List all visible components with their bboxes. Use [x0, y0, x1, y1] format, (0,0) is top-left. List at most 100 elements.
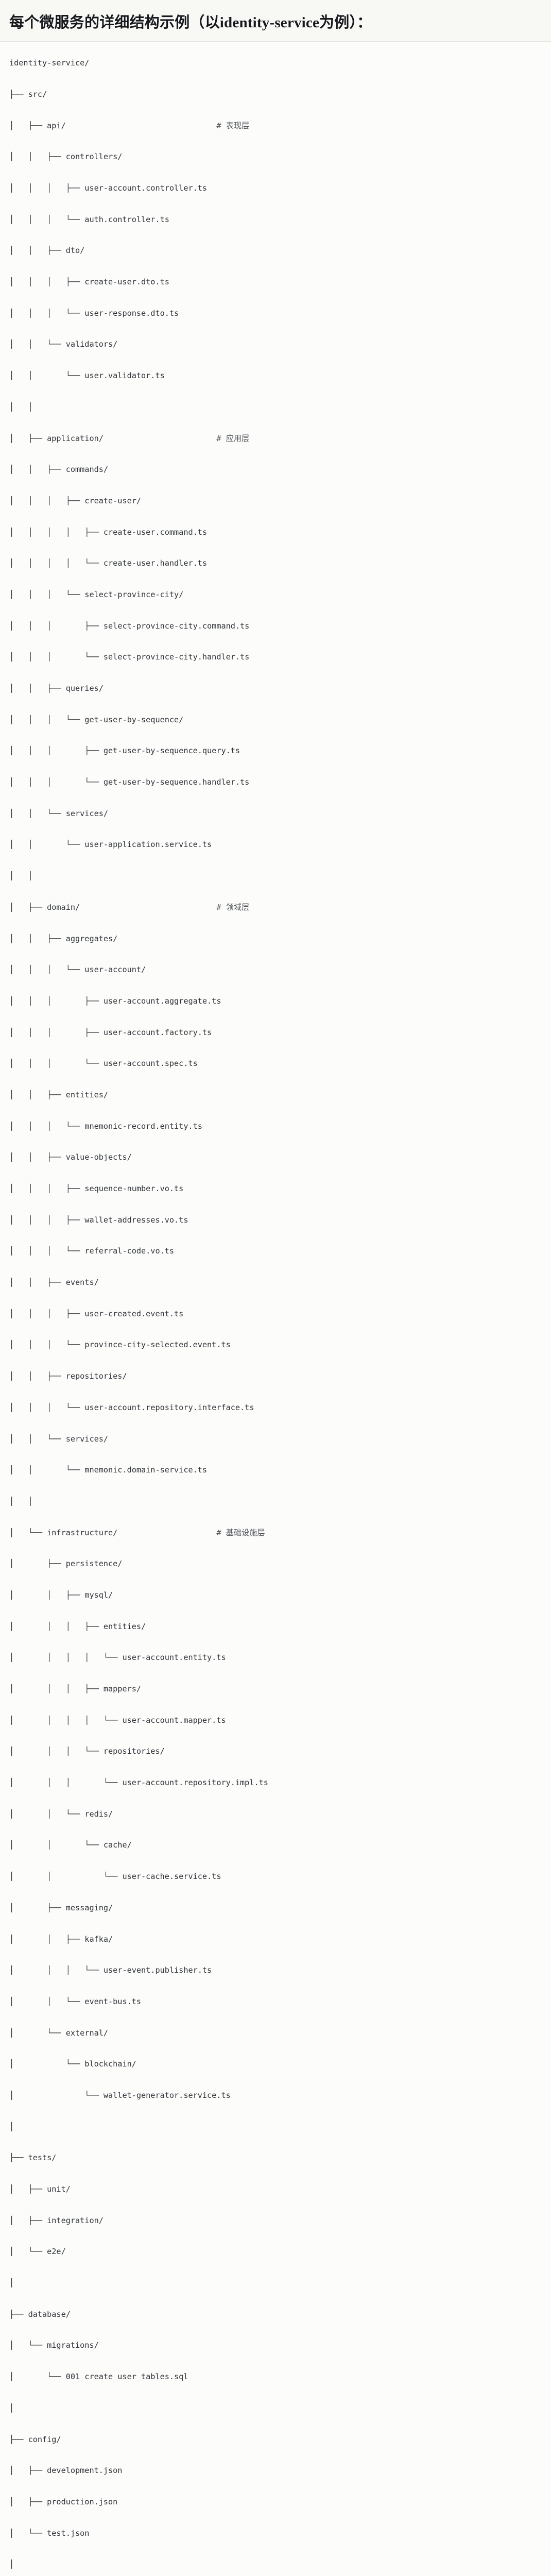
tree-line-path: │ │: [9, 402, 33, 412]
tree-line: │ │ │ ├── user-account.factory.ts: [9, 1025, 542, 1040]
tree-line-path: │ │ │ └── user-account/: [9, 965, 146, 975]
tree-line-path: │ │ ├── entities/: [9, 1090, 109, 1099]
tree-line: │ │ │ └── user-account.repository.interf…: [9, 1400, 542, 1415]
tree-line-path: │ │ │ └── select-province-city/: [9, 589, 184, 599]
tree-line: │ │ ├── mysql/: [9, 1587, 542, 1603]
tree-line: │ │: [9, 399, 542, 415]
tree-line: │ │: [9, 1494, 542, 1509]
tree-line: │ │ ├── value-objects/: [9, 1149, 542, 1165]
tree-line-path: │: [9, 2122, 14, 2131]
tree-line-path: │ │ └── user.validator.ts: [9, 371, 165, 381]
tree-line-path: │ │ │ ├── wallet-addresses.vo.ts: [9, 1215, 188, 1225]
tree-line: │ │ │ ├── select-province-city.command.t…: [9, 618, 542, 634]
tree-line-spacer: [80, 903, 216, 912]
tree-line-path: │ │ │ ├── user-account.aggregate.ts: [9, 996, 221, 1006]
tree-line: │ │ ├── queries/: [9, 681, 542, 696]
tree-line-comment: # 领域层: [216, 902, 250, 912]
tree-line: │ │ │ └── get-user-by-sequence/: [9, 712, 542, 727]
tree-line: │ │ │ └── select-province-city/: [9, 587, 542, 602]
tree-line-path: │ │ └── event-bus.ts: [9, 1996, 142, 2006]
tree-line: │ ├── api/ # 表现层: [9, 118, 542, 133]
tree-line: │ │ │ │ └── create-user.handler.ts: [9, 555, 542, 571]
tree-line: │: [9, 2275, 542, 2291]
tree-line-path: │ │ │ │ ├── create-user.command.ts: [9, 527, 208, 537]
tree-line: │ │ ├── dto/: [9, 243, 542, 258]
tree-line-path: │ ├── development.json: [9, 2466, 123, 2476]
tree-line-path: │ ├── unit/: [9, 2184, 71, 2194]
tree-line: │ │: [9, 868, 542, 884]
tree-line-path: │ └── wallet-generator.service.ts: [9, 2090, 231, 2100]
tree-line-path: │ │ └── validators/: [9, 340, 118, 349]
tree-line: │: [9, 2119, 542, 2134]
tree-line-path: │ └── migrations/: [9, 2341, 99, 2350]
tree-line-path: │ └── e2e/: [9, 2247, 66, 2257]
tree-line-path: │ │ ├── controllers/: [9, 152, 123, 162]
tree-line: │ │ │ │ ├── create-user.command.ts: [9, 524, 542, 540]
tree-line: ├── database/: [9, 2307, 542, 2322]
tree-line: │ └── test.json: [9, 2526, 542, 2541]
tree-line-path: identity-service/: [9, 58, 90, 68]
tree-line: │ │ └── user.validator.ts: [9, 368, 542, 383]
tree-line-path: │ │ ├── kafka/: [9, 1934, 113, 1944]
tree-line: ├── config/: [9, 2432, 542, 2447]
tree-line-path: │ │ │ ├── create-user/: [9, 496, 142, 505]
tree-line-path: │ └── test.json: [9, 2528, 90, 2538]
tree-line: │ │ ├── repositories/: [9, 1368, 542, 1384]
tree-line: │ ├── production.json: [9, 2494, 542, 2510]
tree-line: │ │ └── event-bus.ts: [9, 1994, 542, 2009]
tree-line: │ │ │ └── user-response.dto.ts: [9, 306, 542, 321]
tree-line-path: │ │ ├── mysql/: [9, 1590, 113, 1600]
tree-line-path: │ └── infrastructure/: [9, 1528, 118, 1537]
tree-line: │: [9, 2400, 542, 2416]
tree-line-path: │ │ └── services/: [9, 808, 109, 818]
tree-line-path: ├── src/: [9, 89, 47, 99]
tree-line-path: │ │ ├── queries/: [9, 684, 104, 693]
tree-line-path: │ │ └── services/: [9, 1434, 109, 1444]
tree-line-path: │ ├── messaging/: [9, 1903, 113, 1912]
tree-line: │ │ │ └── user-account.repository.impl.t…: [9, 1775, 542, 1790]
tree-line-path: │: [9, 2278, 14, 2288]
tree-line: │ │ │ └── user-account.spec.ts: [9, 1056, 542, 1071]
tree-line-path: │ │ │ └── user-account.repository.impl.t…: [9, 1778, 268, 1788]
tree-line-path: ├── database/: [9, 2309, 71, 2319]
tree-line-path: │ │ │ └── get-user-by-sequence.handler.t…: [9, 777, 250, 787]
tree-line: │ │ └── services/: [9, 806, 542, 821]
tree-line-path: │ │ └── mnemonic.domain-service.ts: [9, 1465, 208, 1475]
tree-line: │ │ │ └── mnemonic-record.entity.ts: [9, 1118, 542, 1134]
tree-line-path: │ │ ├── value-objects/: [9, 1153, 132, 1162]
tree-line-path: │ ├── domain/: [9, 902, 80, 912]
tree-line-path: │ └── external/: [9, 2028, 109, 2038]
tree-line-comment: # 应用层: [216, 433, 250, 443]
tree-line: │ ├── development.json: [9, 2463, 542, 2478]
tree-line-path: │ │ │ │ └── user-account.mapper.ts: [9, 1715, 226, 1725]
tree-line: identity-service/: [9, 55, 542, 71]
tree-line-path: │ │ │ └── repositories/: [9, 1747, 165, 1756]
tree-line: │ │ └── mnemonic.domain-service.ts: [9, 1462, 542, 1478]
tree-line-path: │ │ └── cache/: [9, 1840, 132, 1850]
tree-line: │ └── blockchain/: [9, 2056, 542, 2072]
tree-line-path: ├── config/: [9, 2434, 61, 2444]
tree-line: │ └── e2e/: [9, 2244, 542, 2259]
tree-line: │ │ └── user-application.service.ts: [9, 837, 542, 852]
tree-line-path: │ │ │ ├── get-user-by-sequence.query.ts: [9, 746, 240, 756]
tree-line-path: │ │ │ ├── create-user.dto.ts: [9, 277, 169, 287]
tree-line: │ │ ├── commands/: [9, 462, 542, 477]
tree-line-path: │ │ │ ├── user-created.event.ts: [9, 1309, 184, 1318]
tree-line-path: │ ├── api/: [9, 121, 66, 130]
tree-line-path: │ │ │ └── select-province-city.handler.t…: [9, 652, 250, 662]
tree-line-path: │ │ │ ├── entities/: [9, 1621, 146, 1631]
tree-line: │ │ ├── controllers/: [9, 149, 542, 164]
tree-line-path: │ │ ├── dto/: [9, 246, 85, 256]
tree-line-path: │ │: [9, 1496, 33, 1506]
tree-line-path: │ │ └── user-application.service.ts: [9, 840, 212, 850]
tree-line: │ │ │ ├── user-created.event.ts: [9, 1306, 542, 1321]
tree-line: │ │ ├── kafka/: [9, 1931, 542, 1947]
tree-line: │ │ │ │ └── user-account.mapper.ts: [9, 1713, 542, 1728]
tree-line-path: │ └── 001_create_user_tables.sql: [9, 2372, 188, 2382]
tree-line-path: │: [9, 2560, 14, 2569]
tree-line-path: │ │ ├── aggregates/: [9, 934, 118, 943]
tree-line: │ │ │ └── auth.controller.ts: [9, 212, 542, 227]
tree-line-path: │: [9, 2403, 14, 2413]
tree-line-path: ├── tests/: [9, 2153, 57, 2163]
